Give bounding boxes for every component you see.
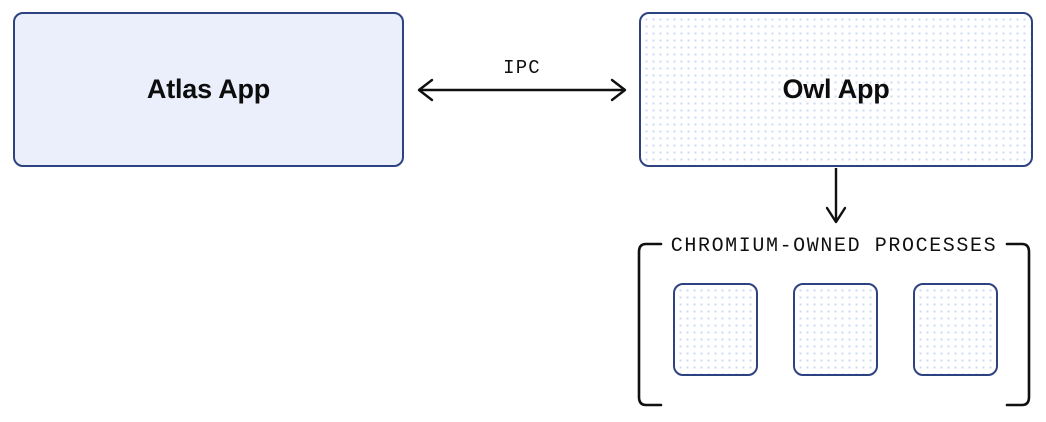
node-owl-app-label: Owl App — [782, 74, 890, 104]
chromium-owned-processes-label: CHROMIUM-OWNED PROCESSES — [671, 235, 997, 258]
process-box-2[interactable] — [793, 283, 878, 376]
processes-right-bracket — [1005, 242, 1031, 407]
process-box-3[interactable] — [913, 283, 998, 376]
ipc-label: IPC — [503, 57, 541, 79]
owl-to-processes-arrow — [825, 168, 847, 224]
ipc-arrow — [417, 78, 627, 102]
node-owl-app[interactable]: Owl App — [639, 12, 1033, 167]
process-box-1[interactable] — [673, 283, 758, 376]
node-atlas-app[interactable]: Atlas App — [13, 12, 404, 167]
processes-left-bracket — [637, 242, 663, 407]
node-atlas-app-label: Atlas App — [146, 74, 271, 104]
